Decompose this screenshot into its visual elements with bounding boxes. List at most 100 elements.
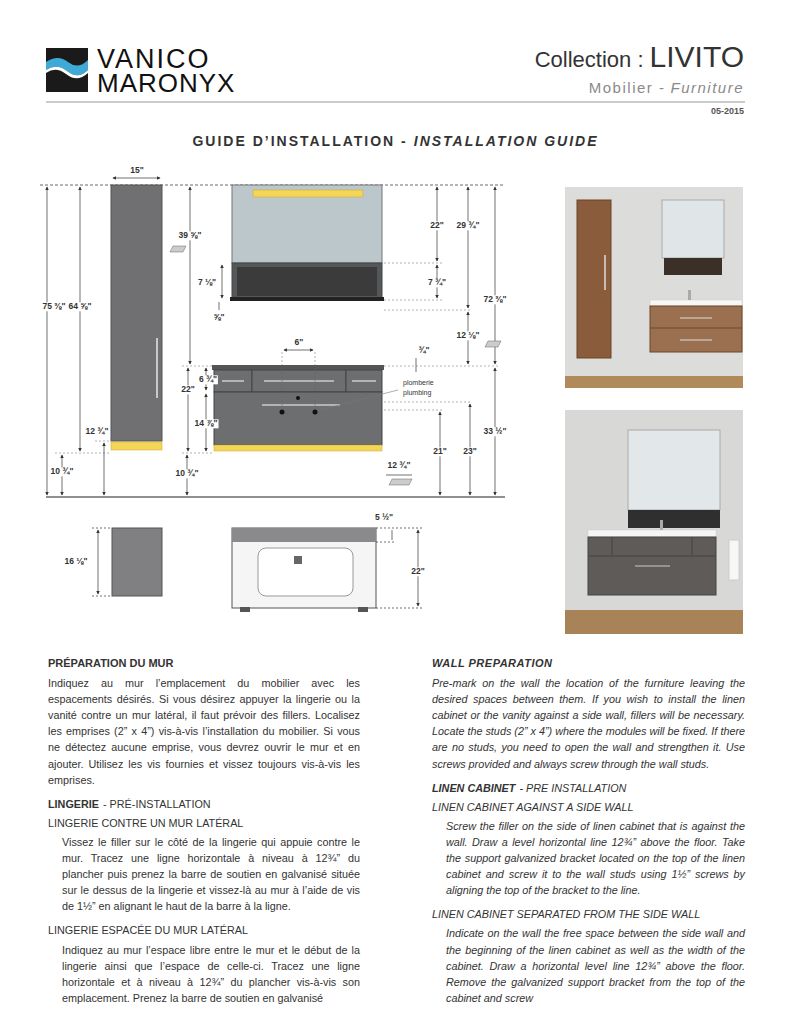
support-bracket: [111, 442, 162, 450]
extension-line: [55, 453, 111, 454]
photo-handle: [680, 340, 712, 341]
support-bracket: [214, 445, 382, 451]
drawer-handle: [264, 380, 334, 382]
dimension: 21": [432, 447, 448, 456]
dimension-line: [190, 187, 191, 364]
subheading: LINGERIE: [48, 798, 99, 810]
extension-line: [315, 352, 316, 408]
drawer: [214, 392, 382, 445]
subheading: LINEN CABINET: [432, 782, 515, 794]
text-column: PRÉPARATION DU MURIndiquez au mur l’empl…: [48, 655, 360, 1014]
dimension: 23": [462, 447, 478, 456]
extension-line: [182, 366, 212, 367]
drawer: [346, 370, 382, 392]
dimension: 14 ⅞": [194, 419, 219, 428]
vanity-plan: [232, 528, 376, 608]
photo-floor: [565, 610, 743, 634]
dimension: 22": [410, 567, 426, 576]
dimension: 7 ¾": [427, 278, 447, 287]
subtitle: Mobilier -: [589, 79, 666, 96]
subheading-row: LINGERIE - PRÉ-INSTALLATION: [48, 796, 360, 812]
dimension-line: [219, 302, 220, 310]
collection-name: LIVITO: [650, 40, 744, 74]
dimension-line: [47, 187, 48, 495]
dimension: 12 ¾": [85, 427, 110, 436]
text-row: Collection :LIVITO: [535, 40, 744, 74]
subheading: LINEN CABINET SEPARATED FROM THE SIDE WA…: [432, 906, 745, 922]
photo-linen-cabinet: [577, 200, 611, 358]
mirror-shelf: [232, 263, 382, 298]
extension-line: [384, 300, 442, 301]
dimension: 64 ⅝": [68, 302, 93, 311]
paragraph: Vissez le filler sur le côté de la linge…: [62, 834, 360, 914]
guide-title: GUIDE D’INSTALLATION -: [192, 133, 407, 149]
dimension: 16 ⅛": [64, 557, 89, 566]
drawer: [214, 370, 252, 392]
plumbing-label: plomberie: [402, 379, 435, 387]
foot: [358, 607, 368, 612]
photo-floor: [565, 376, 743, 388]
dimension: 12 ¾": [387, 461, 412, 470]
dimension: 5 ½": [374, 513, 394, 522]
dimension: 10 ¾": [50, 467, 75, 476]
photo-towel: [729, 540, 739, 580]
dimension-line: [113, 178, 160, 179]
dimension-line: [416, 358, 417, 372]
extension-line: [182, 453, 214, 454]
dimension: 10 ¾": [175, 469, 200, 478]
drawer-handle: [222, 380, 244, 382]
logo-wave: [46, 67, 88, 79]
cabinet-handle: [156, 338, 158, 398]
subheading: - PRÉ-INSTALLATION: [103, 798, 211, 810]
linen-plan: [112, 528, 162, 596]
extension-line: [376, 608, 424, 609]
dimension: 29 ¾": [456, 221, 481, 230]
text-row: VANICO: [97, 46, 211, 73]
pencil-icon: [485, 341, 501, 347]
dimension: ⅝": [212, 313, 225, 322]
photo: [565, 187, 743, 388]
faucet: [294, 556, 302, 564]
subheading: LINEN CABINET AGAINST A SIDE WALL: [432, 799, 745, 815]
shelf-ledge: [230, 297, 384, 301]
leader-line: [320, 390, 398, 410]
text-row: 05-2015: [711, 106, 744, 116]
paragraph: Screw the filler on the side of linen ca…: [446, 818, 745, 898]
sink: [258, 548, 353, 596]
paragraph: Indiquez au mur l’espace libre entre le …: [62, 942, 360, 1006]
mirror: [232, 185, 382, 263]
photo-handle: [680, 318, 712, 319]
photo-drawer-line: [612, 537, 613, 556]
paragraph: Indicate on the wall the free space betw…: [446, 925, 745, 1005]
dimension: 15": [129, 166, 145, 175]
dimension: 22": [429, 221, 445, 230]
extension-line: [384, 410, 442, 411]
date: 05-2015: [711, 106, 744, 116]
vanity-back: [232, 528, 376, 542]
extension-line: [376, 542, 396, 543]
dimension-line: [468, 187, 469, 308]
dimension-line: [222, 265, 223, 298]
dimension-line: [80, 187, 81, 451]
extension-line: [282, 352, 283, 408]
drawer-handle: [262, 404, 340, 406]
pencil-icon: [170, 246, 186, 252]
dimension: 39 ⅝": [178, 231, 203, 240]
photo-faucet: [688, 290, 691, 300]
dimension: 33 ½": [483, 427, 508, 436]
section-heading: PRÉPARATION DU MUR: [48, 655, 360, 671]
header-rule: [46, 102, 745, 103]
text-row: MARONYX: [97, 70, 235, 96]
text-row: Mobilier -Furniture: [589, 79, 744, 96]
dimension-line: [392, 530, 393, 540]
guide-title: INSTALLATION GUIDE: [414, 133, 599, 149]
dimension: 22": [180, 385, 196, 394]
photo-drawer-line: [650, 328, 742, 329]
paragraph: Pre-mark on the wall the location of the…: [432, 675, 745, 772]
photo-mirror: [662, 200, 724, 258]
dimension-line: [104, 443, 105, 495]
bracket-icon: [389, 479, 412, 485]
dimension-line: [98, 530, 99, 594]
dimension-line: [284, 350, 313, 351]
logo-square: [46, 48, 88, 92]
